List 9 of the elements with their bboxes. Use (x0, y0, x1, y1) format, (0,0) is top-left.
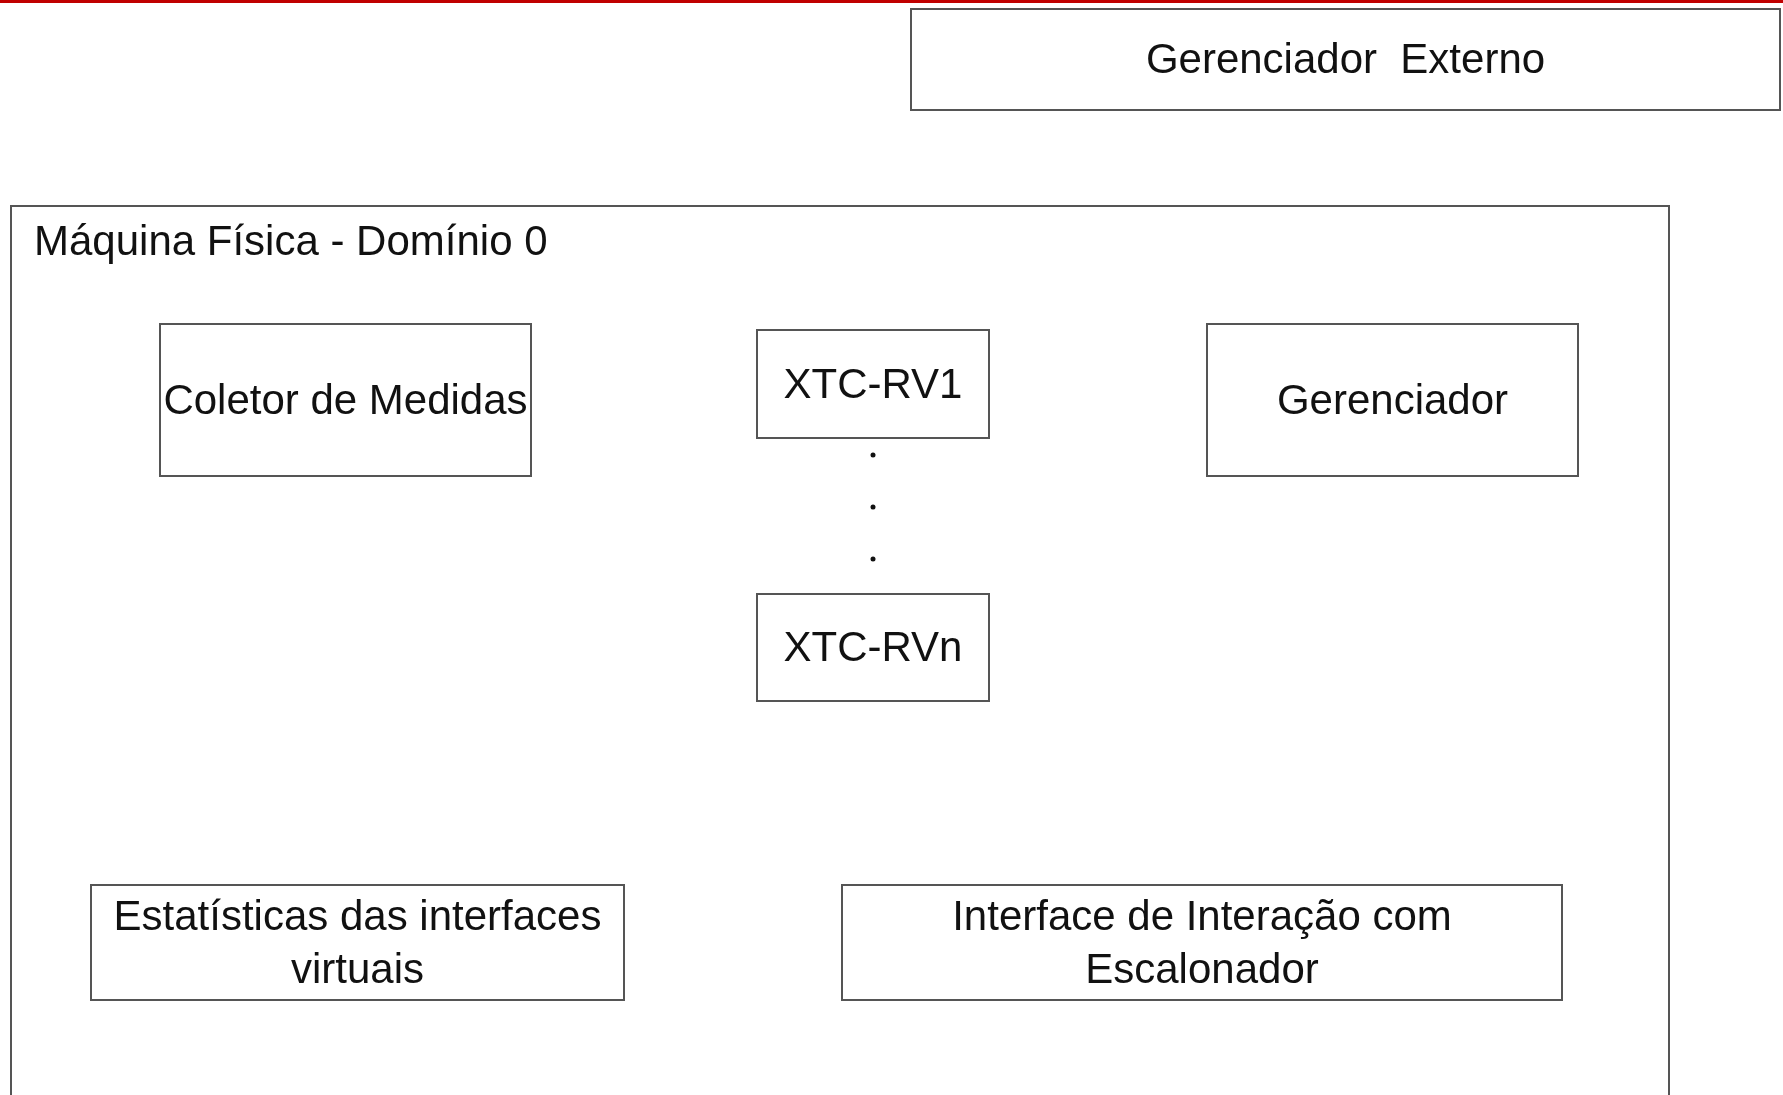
component-box: Gerenciador Externo (910, 8, 1781, 111)
container-title: Máquina Física - Domínio 0 (34, 217, 548, 265)
container-box (10, 205, 1670, 1095)
component-box: Interface de Interação com Escalonador (841, 884, 1563, 1001)
component-box: Estatísticas das interfaces virtuais (90, 884, 625, 1001)
component-box: XTC-RV1 (756, 329, 990, 439)
component-box: Coletor de Medidas (159, 323, 532, 477)
component-box: Gerenciador (1206, 323, 1579, 477)
component-box: XTC-RVn (756, 593, 990, 702)
